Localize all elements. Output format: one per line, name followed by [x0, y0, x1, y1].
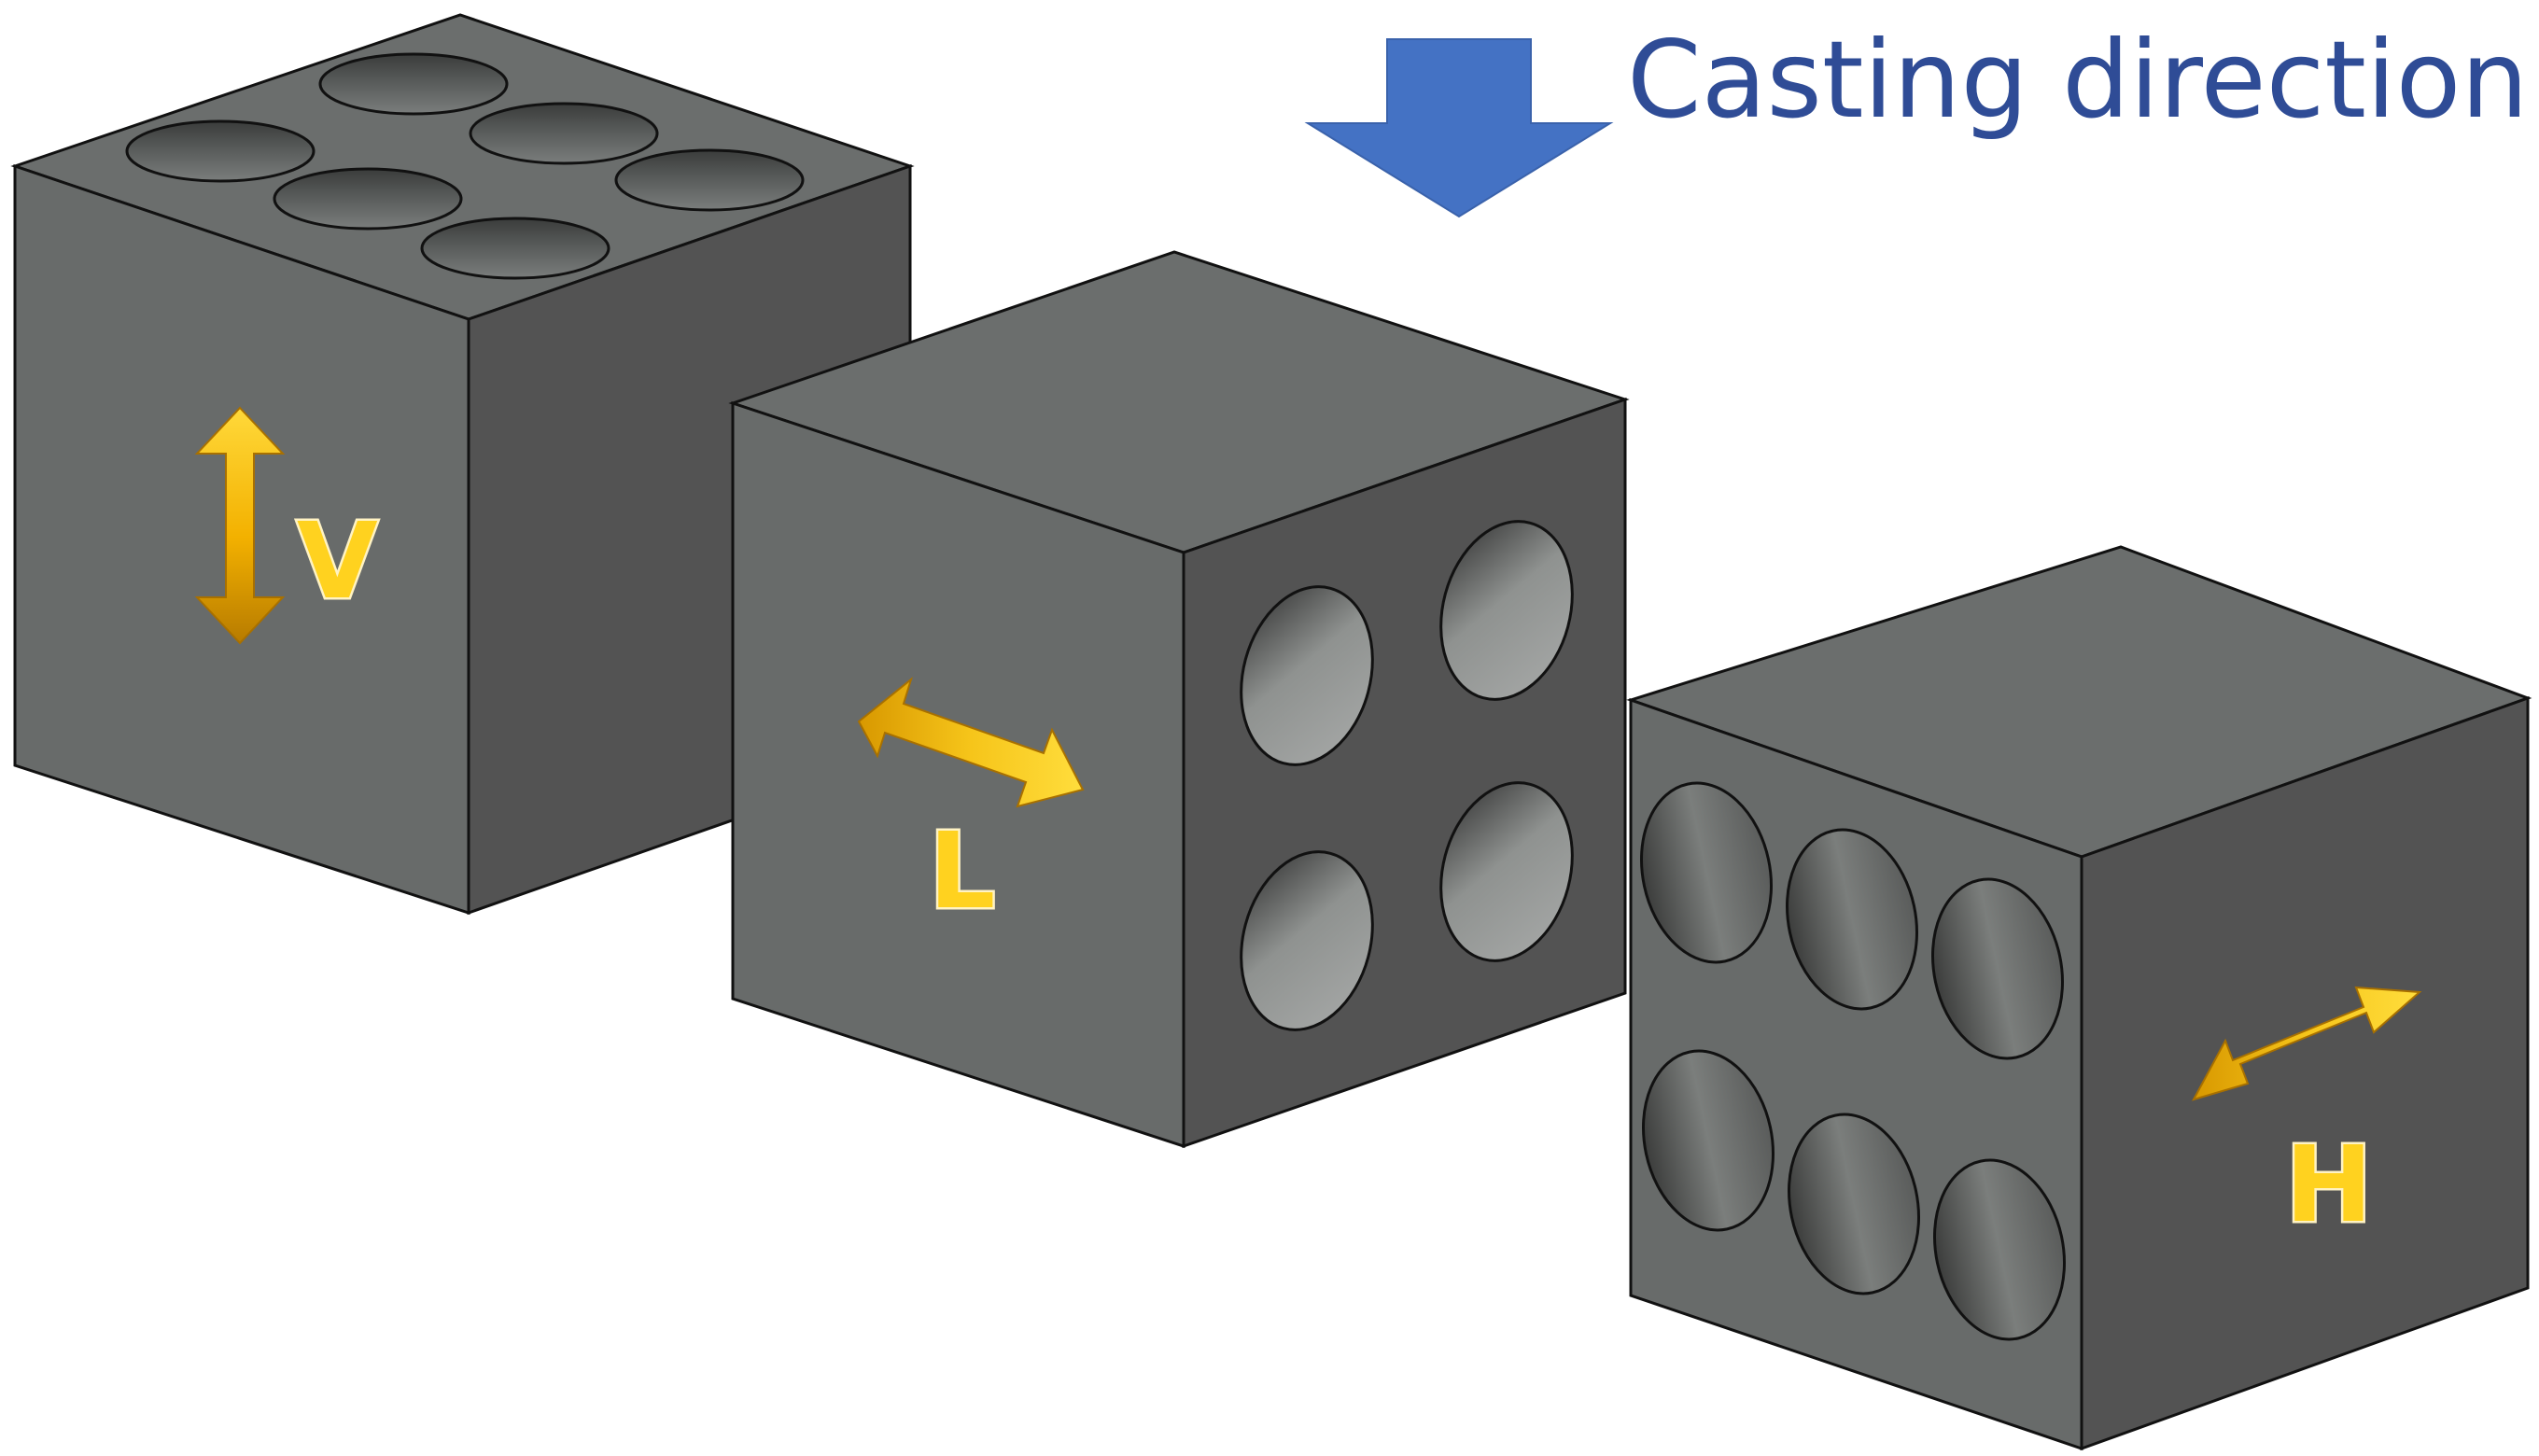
casting-direction-label: Casting direction: [1627, 18, 2529, 142]
left-face-holes: [1639, 781, 2067, 1341]
double-arrow-diagonal-icon: [857, 677, 1085, 808]
hole: [469, 102, 659, 165]
hole: [1787, 1113, 1921, 1295]
casting-direction-caption: Casting direction: [1304, 18, 2529, 218]
top-face-holes: [125, 52, 805, 280]
cube-right-face: [2080, 695, 2530, 1451]
double-arrow-vertical-icon: [194, 406, 286, 645]
hole: [1785, 828, 1919, 1011]
double-arrow-diagonal-icon: [2191, 986, 2422, 1101]
hole: [1240, 850, 1374, 1031]
down-arrow-icon: [1304, 38, 1614, 218]
hole: [318, 52, 509, 116]
axis-label-h: H: [2285, 1125, 2373, 1246]
hole: [1641, 1049, 1775, 1232]
hole: [420, 217, 610, 280]
hole: [614, 148, 805, 212]
hole: [1639, 781, 1774, 964]
hole: [273, 167, 463, 231]
hole: [125, 119, 316, 183]
hole: [1439, 520, 1574, 701]
axis-label-l: L: [929, 811, 995, 932]
right-face-holes: [1240, 520, 1574, 1031]
hole: [1439, 781, 1574, 962]
axis-label-v: V: [297, 501, 378, 623]
specimen-cube-longitudinal: L: [728, 250, 1630, 1149]
hole: [1930, 877, 2065, 1060]
hole: [1240, 585, 1374, 766]
hole: [1932, 1158, 2067, 1341]
specimen-cube-horizontal: H: [1626, 545, 2532, 1451]
